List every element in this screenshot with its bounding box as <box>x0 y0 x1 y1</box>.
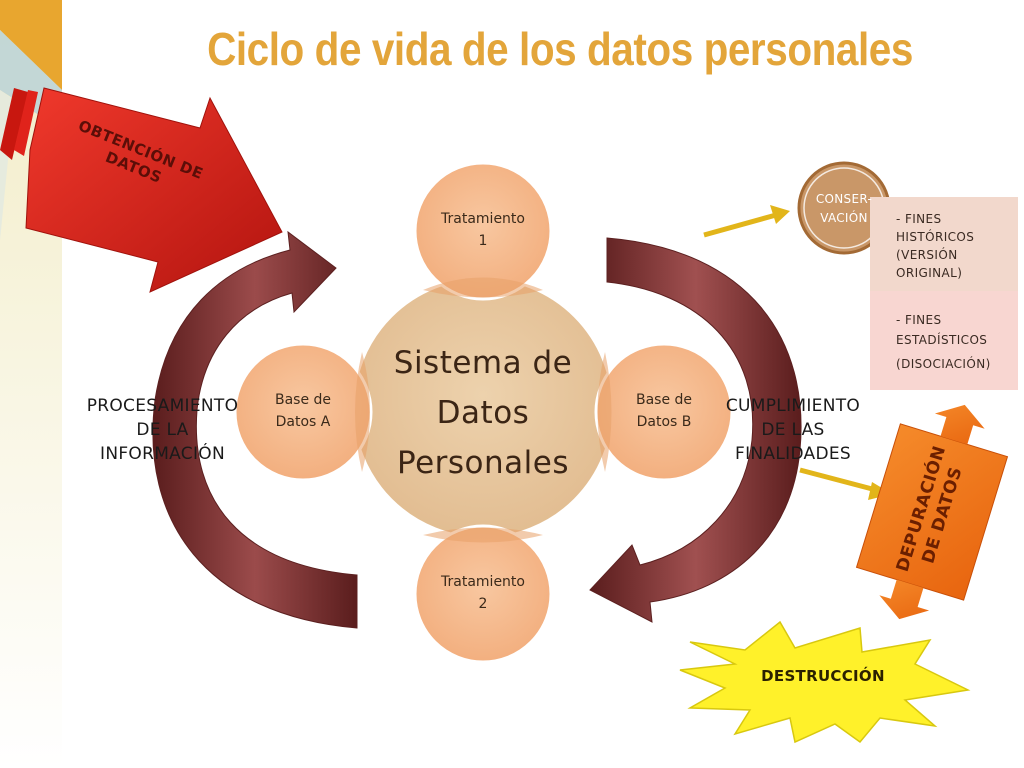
cycle-arrow-right <box>589 237 802 623</box>
fines-estadisticos-text: - FINES ESTADÍSTICOS (DISOCIACIÓN) <box>896 313 991 371</box>
conservacion-label: CONSER- VACIÓN <box>815 192 873 225</box>
base-b-circle <box>594 342 734 482</box>
destruccion-starburst <box>679 620 971 744</box>
overlap-left <box>355 352 370 472</box>
obtencion-arrow <box>0 87 283 293</box>
fines-historicos-box <box>870 197 1018 291</box>
fines-historicos-text: - FINES HISTÓRICOS (VERSIÓN ORIGINAL) <box>896 212 975 280</box>
arrow-to-conservacion <box>703 205 790 238</box>
cumplimiento-label: CUMPLIMIENTO DE LAS FINALIDADES <box>725 396 861 464</box>
cycle-arrow-left <box>152 230 358 629</box>
destruccion-label: DESTRUCCIÓN <box>761 667 885 685</box>
base-a-label: Base de Datos A <box>274 392 332 430</box>
center-label: Sistema de Datos Personales <box>393 345 573 481</box>
tratamiento-2-circle <box>413 524 553 664</box>
base-a-circle <box>233 342 373 482</box>
overlap-right <box>597 352 612 472</box>
tratamiento-2-label: Tratamiento 2 <box>441 574 525 612</box>
tratamiento-1-circle <box>413 161 553 301</box>
procesamiento-label: PROCESAMIENTO DE LA INFORMACIÓN <box>86 396 239 464</box>
overlap-bottom <box>423 527 543 543</box>
page-title: Ciclo de vida de los datos personales <box>207 23 913 75</box>
depuracion-arrow <box>855 404 1009 620</box>
fines-estadisticos-box <box>870 291 1018 390</box>
overlap-top <box>423 277 543 298</box>
base-b-label: Base de Datos B <box>635 392 693 430</box>
tratamiento-1-label: Tratamiento 1 <box>441 211 525 249</box>
